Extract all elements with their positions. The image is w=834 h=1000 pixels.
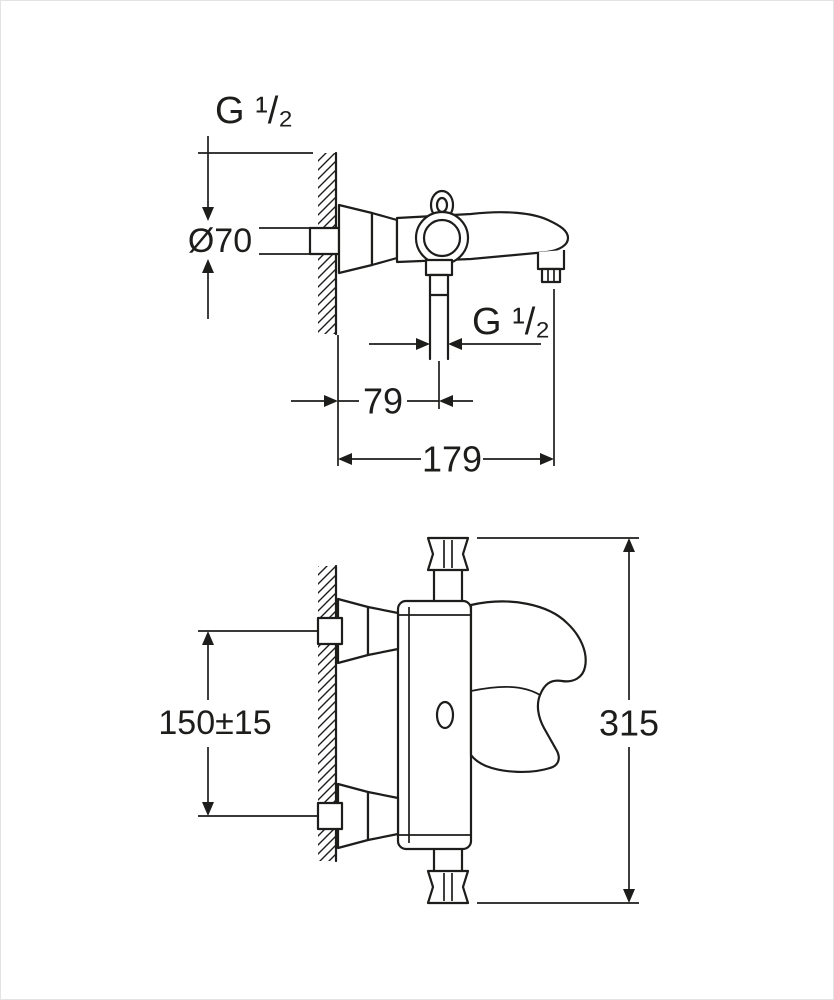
bottom-outlet <box>428 273 450 297</box>
thread-top-label: G ¹/₂ <box>215 90 293 132</box>
bottom-outlet-knob <box>426 847 470 905</box>
center-distance-label: 150±15 <box>158 704 271 742</box>
faucet-side-view <box>308 189 570 361</box>
dimension-diameter-70: Ø70 <box>188 222 311 319</box>
arrow-left-icon <box>439 395 453 407</box>
arrow-right-icon <box>416 338 430 350</box>
arrow-right-icon <box>540 453 554 465</box>
dimension-315: 315 <box>477 537 659 904</box>
aerator <box>540 267 562 284</box>
handle-ring-inner <box>422 218 462 258</box>
arrow-down-icon <box>623 889 635 903</box>
faucet-front-view <box>316 536 587 905</box>
arrow-up-icon <box>202 259 214 273</box>
arrow-up-icon <box>202 631 214 645</box>
dimension-179: 179 <box>338 289 555 480</box>
wall-union-nut <box>308 226 341 256</box>
inlet-top-nut <box>316 616 344 646</box>
spout-outlet <box>536 250 566 271</box>
inlet-top <box>316 597 400 665</box>
inlet-bottom <box>316 782 400 850</box>
dimension-thread-top: G ¹/₂ <box>198 90 313 221</box>
arrow-right-icon <box>324 395 338 407</box>
escutcheon-outer <box>337 203 374 275</box>
dimension-79: 79 <box>291 335 473 466</box>
logo-drop-icon <box>435 700 455 730</box>
bottom-outlet-flange <box>424 258 454 277</box>
dimension-thread-bottom: G ¹/₂ <box>369 301 550 350</box>
escutcheon-inner <box>370 211 399 267</box>
arrow-left-icon <box>448 338 462 350</box>
arrow-left-icon <box>338 453 352 465</box>
mixer-handle <box>469 600 587 774</box>
overall-height-label: 315 <box>599 703 659 744</box>
offset-79-label: 79 <box>363 381 403 422</box>
side-view: G ¹/₂ Ø70 G ¹/₂ 79 <box>188 90 570 480</box>
thread-bottom-label: G ¹/₂ <box>472 301 550 343</box>
arrow-up-icon <box>623 538 635 552</box>
dimension-150: 150±15 <box>158 630 317 817</box>
diameter-label: Ø70 <box>188 222 252 260</box>
front-view: 150±15 315 <box>158 536 659 905</box>
arrow-down-icon <box>202 802 214 816</box>
top-outlet-knob <box>426 536 470 603</box>
projection-179-label: 179 <box>422 439 482 480</box>
arrow-down-icon <box>202 207 214 221</box>
inlet-bottom-nut <box>316 801 344 831</box>
